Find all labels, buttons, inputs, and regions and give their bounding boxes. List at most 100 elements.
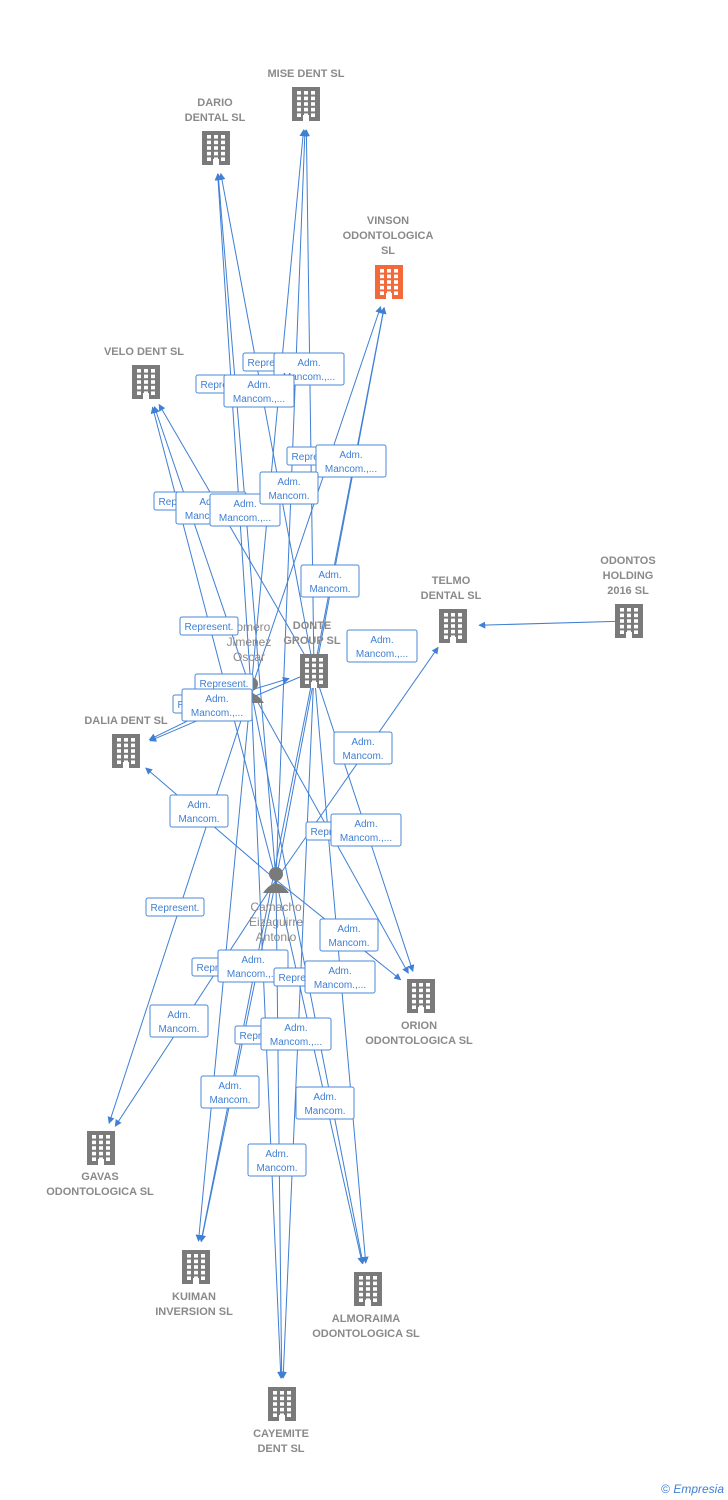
edge-camacho-to-kuiman <box>199 879 277 1243</box>
edge-label-text: Represent. <box>279 973 328 984</box>
edge-label-text: Mancom.,... <box>356 649 408 660</box>
edge-camacho-to-mise <box>275 129 309 881</box>
building-icon-vinson <box>375 265 403 299</box>
node-label-dario-0: DARIO <box>197 97 233 109</box>
edge-label-text: Adm. <box>187 800 210 811</box>
edge-label-text: Adm. <box>351 737 374 748</box>
edge-label-text: Adm. <box>241 955 264 966</box>
edge-label-text: Mancom.,... <box>219 513 271 524</box>
edge-odontos-to-telmo <box>478 620 630 629</box>
company-node-velo[interactable]: VELO DENT SL <box>104 346 184 399</box>
building-icon-mise <box>292 87 320 121</box>
edge-label-text: Mancom.,... <box>270 1037 322 1048</box>
edge-label-text: Adm. <box>328 966 351 977</box>
node-label-dario-1: DENTAL SL <box>185 112 246 124</box>
edge-label-text: Adm. <box>233 499 256 510</box>
edge-label-box[interactable]: Adm.Mancom.,... <box>260 1017 332 1051</box>
edge-label-text: Mancom. <box>309 584 350 595</box>
edge-label-box[interactable]: Adm.Mancom. <box>149 1004 209 1038</box>
brand-logo: Empresia <box>673 1482 724 1496</box>
edge-label-box[interactable]: Adm.Mancom. <box>319 918 379 952</box>
node-label-romero-2: Oscar <box>233 650 265 664</box>
node-label-dalia-0: DALIA DENT SL <box>84 715 168 727</box>
edge-label-frame <box>149 1004 209 1038</box>
edge-label-text: Adm. <box>277 477 300 488</box>
building-icon-cayemite <box>268 1387 296 1421</box>
edge-label-box[interactable]: Adm.Mancom. <box>300 564 360 598</box>
edge-label-frame <box>181 688 253 722</box>
edge-camacho-to-gavas <box>114 879 277 1127</box>
node-label-donte-0: DONTE <box>293 620 332 632</box>
edge-label-text: Mancom. <box>304 1106 345 1117</box>
edge-label-text: Mancom.,... <box>340 833 392 844</box>
edge-label-text: Mancom.,... <box>233 394 285 405</box>
edge-label-frame <box>346 629 418 663</box>
edge-label-text: Adm. <box>337 924 360 935</box>
company-node-dalia[interactable]: DALIA DENT SL <box>84 715 168 768</box>
edge-label-box[interactable]: Adm.Mancom. <box>333 731 393 765</box>
edge-label-box[interactable]: Adm. Mancom.,... <box>304 960 376 994</box>
edge-label-box[interactable]: Adm. Mancom.,... <box>346 629 418 663</box>
edge-label-text: Represent. <box>248 358 297 369</box>
building-icon-gavas <box>87 1131 115 1165</box>
edge-label-text: Represent. <box>185 622 234 633</box>
edge-label-box[interactable]: Represent. <box>145 897 205 917</box>
edge-label-box[interactable]: Adm.Mancom.,... <box>181 688 253 722</box>
edge-label-box[interactable]: Adm.Mancom.,... <box>315 444 387 478</box>
edge-label-text: Mancom.,... <box>314 980 366 991</box>
edge-label-frame <box>300 564 360 598</box>
node-label-odontos-0: ODONTOS <box>600 555 655 567</box>
edge-label-box[interactable]: Adm.Mancom. <box>169 794 229 828</box>
nodes-layer: MISE DENT SL DARIO DENTAL SL VINSONODONTOLO… <box>46 68 655 1455</box>
node-label-kuiman-0: KUIMAN <box>172 1291 216 1303</box>
edge-donte-to-dario <box>218 172 315 672</box>
edge-label-box[interactable]: Adm.Mancom. <box>259 471 319 505</box>
edge-label-frame <box>260 1017 332 1051</box>
edge-label-text: Mancom.,... <box>325 464 377 475</box>
edge-label-box[interactable]: Adm. Mancom. <box>200 1075 260 1109</box>
edge-label-box[interactable]: Adm.Mancom. <box>247 1143 307 1177</box>
edge-label-text: Adm. <box>218 1081 241 1092</box>
node-label-gavas-0: GAVAS <box>81 1171 119 1183</box>
edge-label-frame <box>169 794 229 828</box>
building-icon-donte <box>300 654 328 688</box>
edge-label-box[interactable]: Represent. <box>179 616 239 636</box>
copyright[interactable]: © Empresia <box>661 1482 724 1496</box>
edge-label-frame <box>304 960 376 994</box>
edge-label-text: Adm. <box>297 358 320 369</box>
edge-label-frame <box>223 374 295 408</box>
node-label-gavas-1: ODONTOLOGICA SL <box>46 1186 154 1198</box>
edge-label-frame <box>333 731 393 765</box>
building-icon-almoraima <box>354 1272 382 1306</box>
building-icon-odontos <box>615 604 643 638</box>
node-label-almoraima-1: ODONTOLOGICA SL <box>312 1328 420 1340</box>
person-icon-camacho <box>263 867 289 893</box>
edge-label-frame <box>145 897 205 917</box>
company-node-gavas[interactable]: GAVAS ODONTOLOGICA SL <box>46 1131 154 1198</box>
company-node-dario[interactable]: DARIO DENTAL SL <box>185 97 246 165</box>
node-label-romero-1: Jimenez <box>227 635 272 649</box>
edge-label-text: Mancom. <box>209 1095 250 1106</box>
edge-label-box[interactable]: Adm.Mancom. <box>295 1086 355 1120</box>
edge-label-frame <box>330 813 402 847</box>
node-label-camacho-2: Antonio <box>256 930 297 944</box>
edge-label-text: Adm. <box>167 1010 190 1021</box>
edge-label-box[interactable]: Adm.Mancom.,... <box>223 374 295 408</box>
edge-label-box[interactable]: Adm.Mancom.,... <box>217 949 289 983</box>
company-node-mise[interactable]: MISE DENT SL <box>267 68 345 121</box>
edge-label-box[interactable]: Adm. Mancom.,... <box>330 813 402 847</box>
edge-label-text: Adm. <box>370 635 393 646</box>
node-label-camacho-0: Camacho <box>250 900 302 914</box>
edge-camacho-to-almoraima <box>275 879 365 1265</box>
edge-label-text: Adm. <box>354 819 377 830</box>
building-icon-telmo <box>439 609 467 643</box>
